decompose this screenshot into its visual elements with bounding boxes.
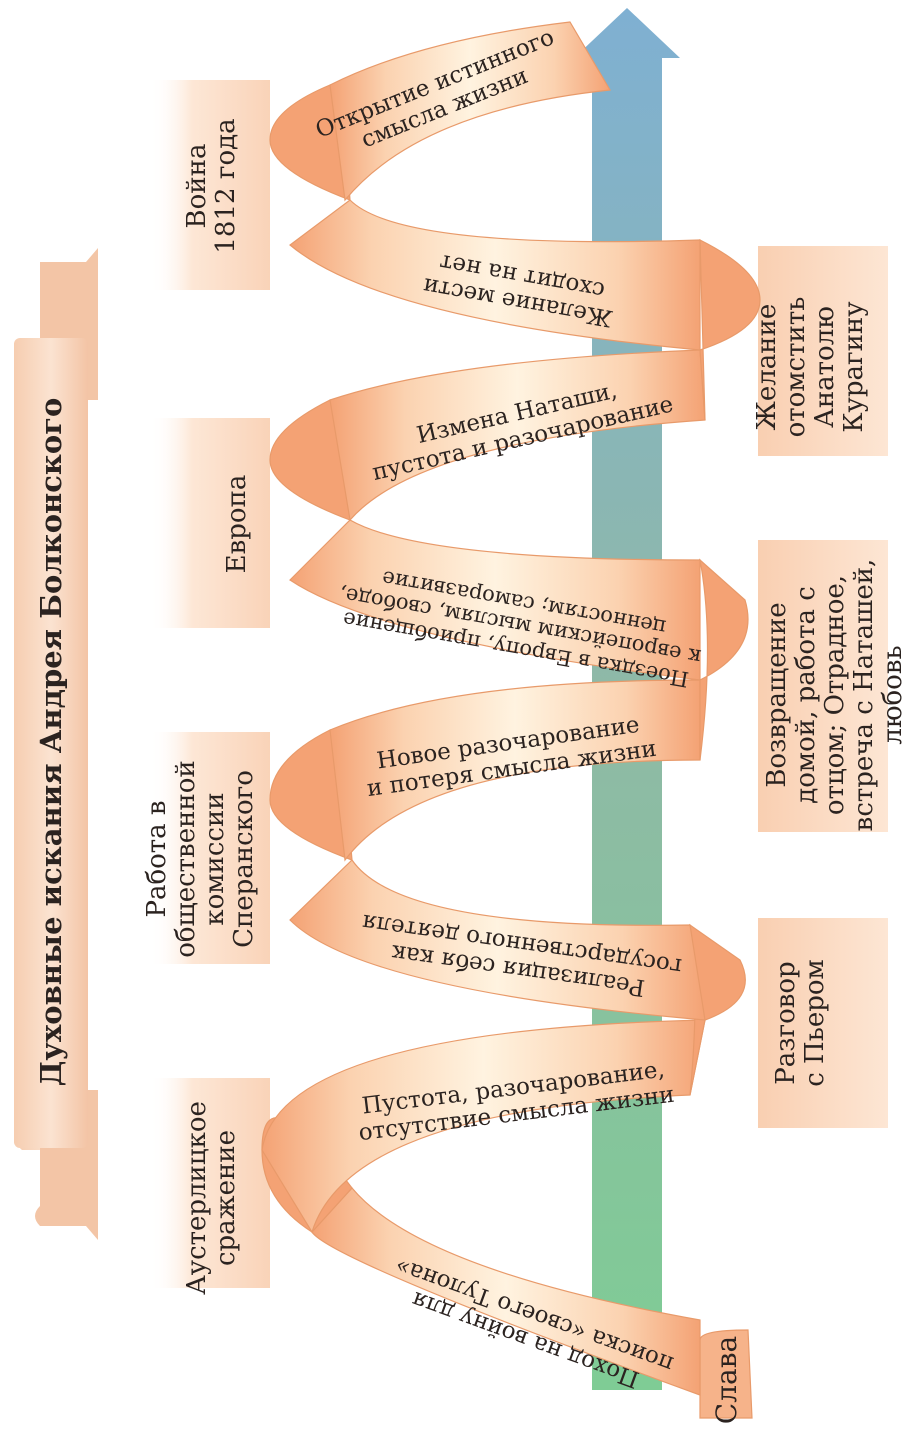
turning-pierre: Разговор с Пьером bbox=[771, 959, 831, 1087]
event-europe: Европа bbox=[222, 474, 252, 574]
axis-label: Слава bbox=[710, 1335, 743, 1425]
turning-revenge: Желание отомстить Анатолю Курагину bbox=[752, 296, 870, 438]
turning-box-revenge bbox=[758, 246, 888, 456]
event-box-europe bbox=[150, 418, 270, 628]
event-speransky: Работа в общественной комиссии Сперанско… bbox=[142, 760, 260, 958]
title-banner bbox=[14, 248, 98, 1240]
event-war1812: Война 1812 года bbox=[182, 118, 242, 254]
turning-box-return-home bbox=[758, 540, 888, 832]
page-title: Духовные искания Андрея Болконского bbox=[34, 397, 68, 1087]
event-box-speransky bbox=[150, 732, 270, 964]
event-box-austerlitz bbox=[150, 1078, 270, 1288]
turning-return-home: Возвращение домой, работа с отцом; Отрад… bbox=[762, 558, 909, 832]
ribbon bbox=[261, 21, 761, 1419]
event-austerlitz: Аустерлицкое сражение bbox=[182, 1101, 242, 1295]
event-box-war1812 bbox=[150, 80, 270, 290]
turning-box-pierre bbox=[758, 918, 888, 1128]
